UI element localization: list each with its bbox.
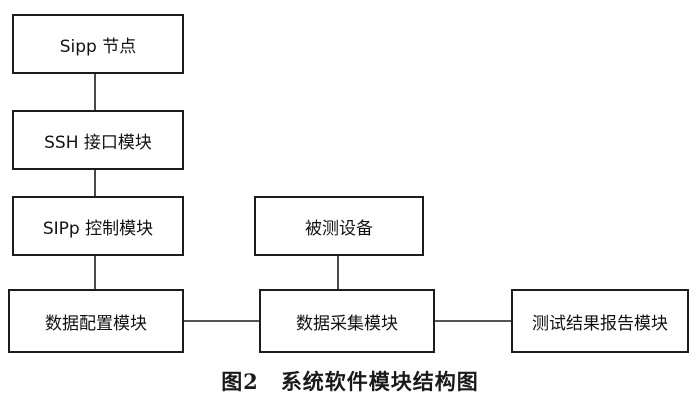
- figure-number: 图2: [221, 369, 259, 394]
- sipp-node-label: Sipp 节点: [59, 36, 137, 57]
- figure-caption: 图2 系统软件模块结构图: [0, 366, 700, 396]
- ssh-module-label: SSH 接口模块: [44, 132, 152, 153]
- sipp-control-module-box: SIPp 控制模块: [12, 196, 184, 256]
- sipp-node-box: Sipp 节点: [12, 14, 184, 74]
- test-report-module-label: 测试结果报告模块: [532, 313, 668, 334]
- device-under-test-label: 被测设备: [305, 218, 373, 239]
- data-collect-module-label: 数据采集模块: [296, 313, 398, 334]
- device-under-test-box: 被测设备: [254, 196, 424, 256]
- data-collect-module-box: 数据采集模块: [259, 289, 435, 353]
- sipp-control-module-label: SIPp 控制模块: [42, 218, 154, 239]
- test-report-module-box: 测试结果报告模块: [511, 289, 689, 353]
- data-config-module-label: 数据配置模块: [45, 313, 147, 334]
- figure-title: 系统软件模块结构图: [280, 369, 479, 394]
- ssh-module-box: SSH 接口模块: [12, 110, 184, 170]
- data-config-module-box: 数据配置模块: [8, 289, 184, 353]
